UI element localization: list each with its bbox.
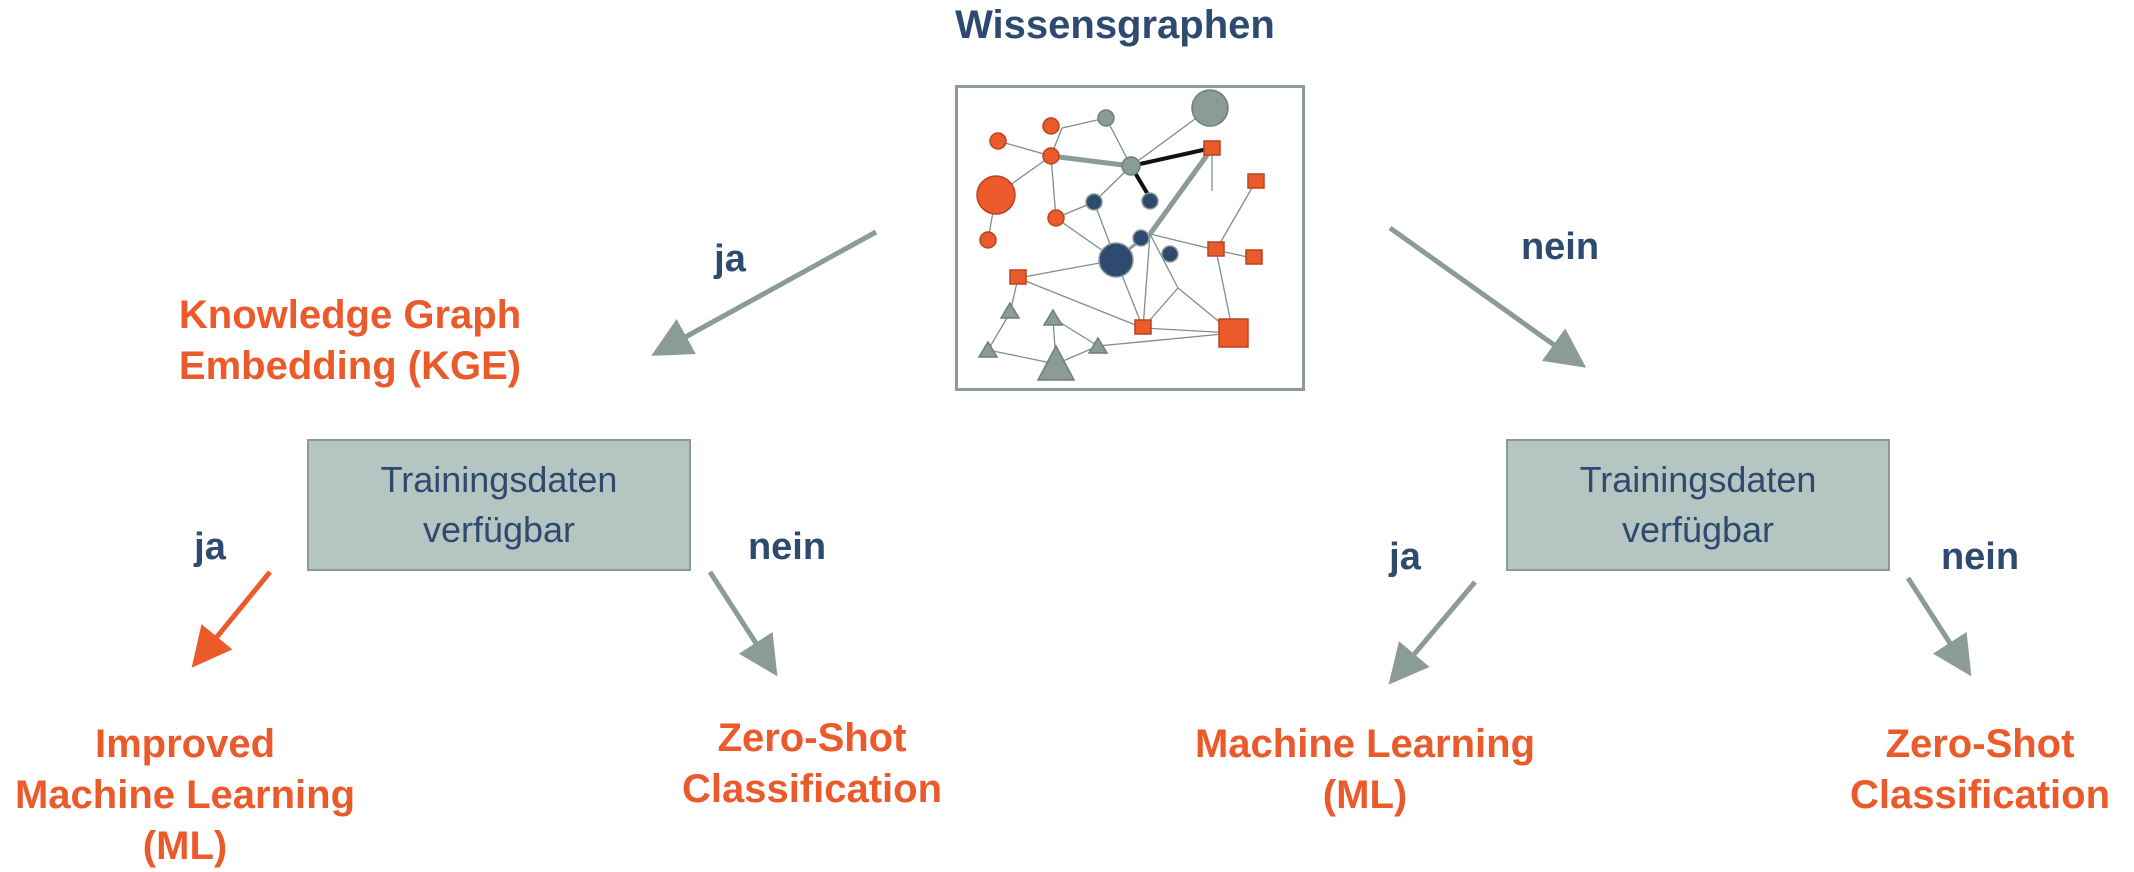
- left-decision-line2: verfügbar: [422, 509, 576, 550]
- knowledge-graph-icon: [976, 89, 1265, 381]
- right-decision-line2: verfügbar: [1621, 509, 1775, 550]
- outcome-improved-ml-line2: Machine Learning: [14, 773, 356, 817]
- outcome-zero-shot-left-line2: Classification: [681, 767, 943, 811]
- outcome-zero-shot-left: Zero-Shot Classification: [652, 713, 972, 815]
- arrow-to-right-decision: [1388, 225, 1587, 368]
- edge-label-ja-top: ja: [714, 238, 746, 280]
- outcome-improved-ml-line1: Improved: [94, 722, 276, 766]
- outcome-improved-ml-line3: (ML): [142, 824, 228, 868]
- kge-label-line2: Embedding (KGE): [178, 344, 522, 388]
- right-no-label: nein: [1940, 536, 2020, 578]
- kge-label: Knowledge Graph Embedding (KGE): [150, 290, 550, 392]
- outcome-zero-shot-right: Zero-Shot Classification: [1830, 719, 2130, 821]
- arrow-left-no: [707, 570, 778, 677]
- left-decision-line1: Trainingsdaten: [380, 459, 618, 500]
- outcome-zero-shot-right-line2: Classification: [1849, 773, 2111, 817]
- left-yes-label: ja: [194, 526, 226, 568]
- arrow-right-no: [1905, 576, 1972, 677]
- arrow-left-yes: [191, 570, 272, 668]
- arrow-to-kge: [651, 229, 878, 356]
- diagram-title: Wissensgraphen: [955, 3, 1275, 47]
- outcome-ml-right-line2: (ML): [1322, 773, 1408, 817]
- kge-label-line1: Knowledge Graph: [178, 293, 522, 337]
- outcome-zero-shot-right-line1: Zero-Shot: [1885, 722, 2075, 766]
- left-no-label: nein: [747, 526, 827, 568]
- outcome-ml-right-line1: Machine Learning: [1194, 722, 1536, 766]
- left-decision-box: Trainingsdaten verfügbar: [307, 439, 691, 571]
- arrow-right-yes: [1388, 580, 1477, 685]
- edge-label-nein-top: nein: [1520, 226, 1600, 268]
- right-decision-box: Trainingsdaten verfügbar: [1506, 439, 1890, 571]
- knowledge-graph-illustration: [955, 85, 1305, 391]
- outcome-improved-ml: Improved Machine Learning (ML): [0, 719, 370, 872]
- right-decision-line1: Trainingsdaten: [1579, 459, 1817, 500]
- right-yes-label: ja: [1389, 536, 1421, 578]
- outcome-zero-shot-left-line1: Zero-Shot: [717, 716, 907, 760]
- outcome-ml-right: Machine Learning (ML): [1170, 719, 1560, 821]
